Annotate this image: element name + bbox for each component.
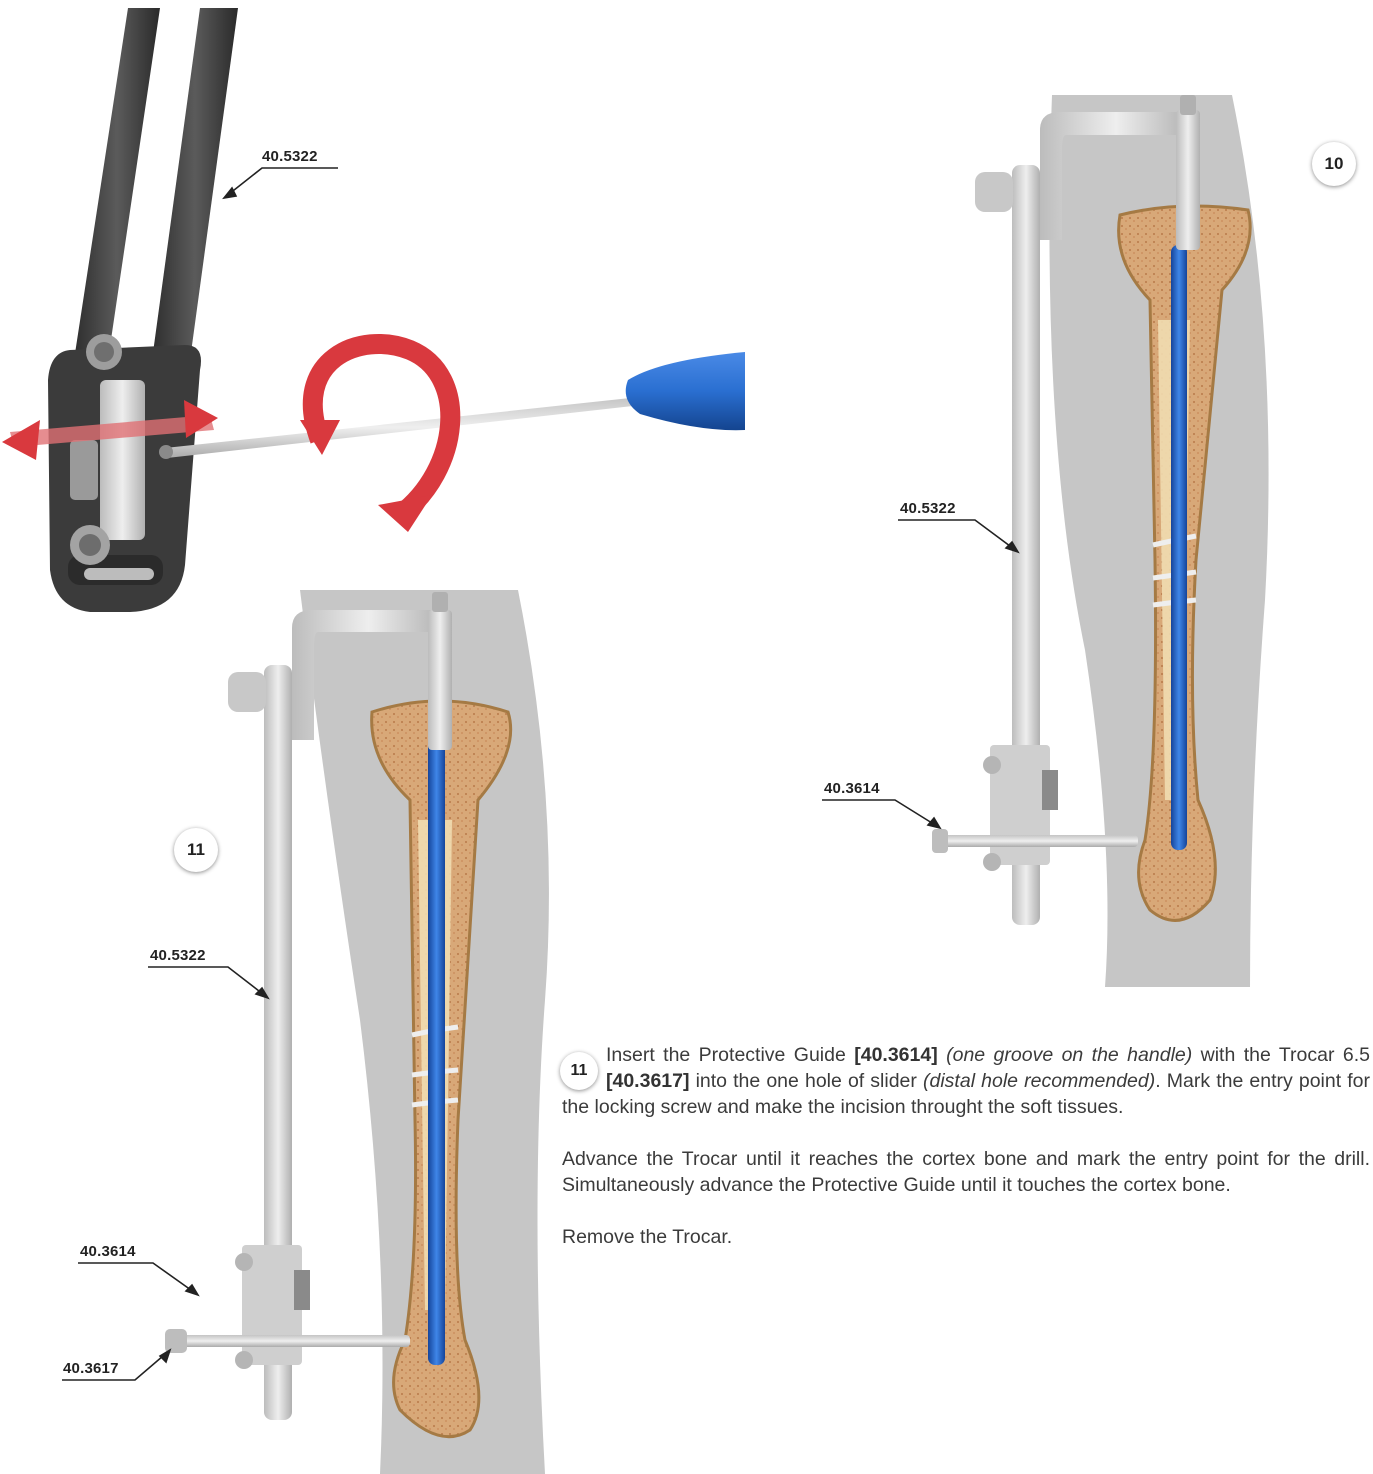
code-protective-guide: [40.3614] — [854, 1044, 937, 1066]
code-trocar: [40.3617] — [606, 1070, 689, 1092]
step-badge-11: 11 — [174, 828, 218, 872]
p1-italic-groove: (one groove on the handle) — [946, 1044, 1192, 1066]
figure-10-leg — [932, 95, 1269, 987]
rotate-arrow-icon — [300, 344, 450, 532]
instruction-paragraph-2: Advance the Trocar until it reaches the … — [562, 1146, 1370, 1198]
callout-guide-fig10: 40.3614 — [824, 780, 880, 797]
intramedullary-nail — [1171, 245, 1187, 850]
frame-closeup-illustration — [2, 8, 745, 612]
p1-part-a: Insert the Protective Guide — [606, 1044, 854, 1066]
dark-frame-arms — [74, 8, 238, 360]
callout-guide-fig11: 40.3614 — [80, 1243, 136, 1260]
figure-11-leg — [165, 590, 549, 1474]
step-badge-10: 10 — [1312, 142, 1356, 186]
instruction-paragraph-3: Remove the Trocar. — [562, 1224, 1370, 1250]
callout-trocar-fig11: 40.3617 — [63, 1360, 119, 1377]
p1-part-c: with the Trocar 6.5 — [1192, 1044, 1370, 1066]
p1-part-d: into the one hole of slider — [689, 1070, 923, 1092]
callout-frame-fig10: 40.5322 — [900, 500, 956, 517]
callout-frame-fig11: 40.5322 — [150, 947, 206, 964]
p1-italic-distal: (distal hole recommended) — [923, 1070, 1155, 1092]
intramedullary-nail — [428, 740, 445, 1365]
slider-block — [48, 334, 201, 612]
step-badge-inline-11: 11 — [560, 1052, 598, 1090]
callout-frame-top: 40.5322 — [262, 148, 318, 165]
p1-part-b — [938, 1044, 946, 1066]
